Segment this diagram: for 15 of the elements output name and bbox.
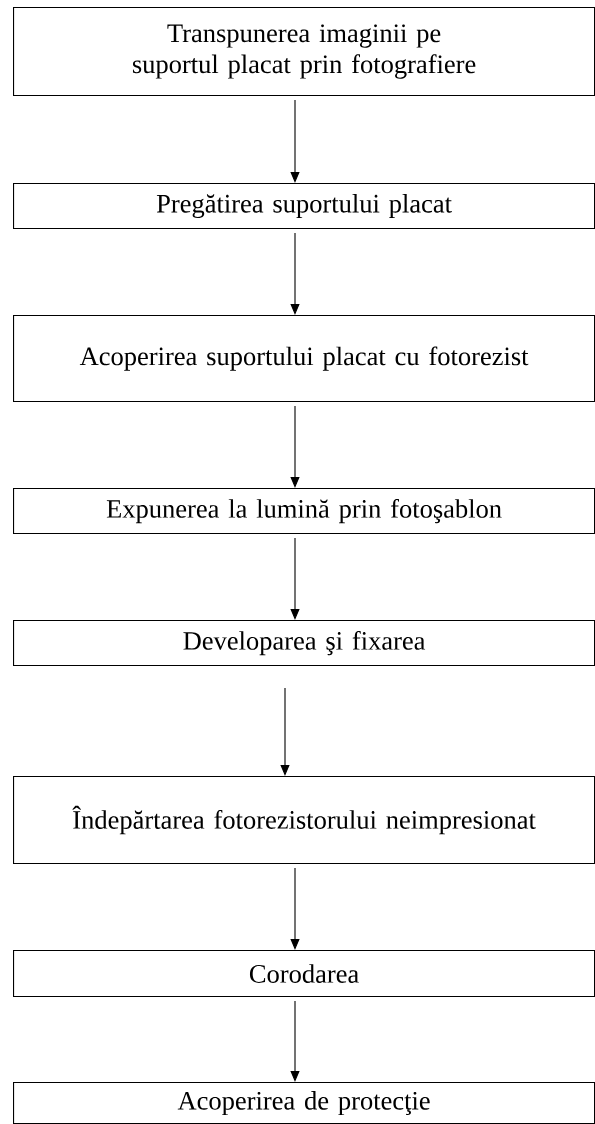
- process-box: Îndepărtarea fotorezistorului neimpresionat: [13, 776, 595, 865]
- arrow: [290, 1000, 300, 1082]
- process-box: Corodarea: [13, 950, 595, 998]
- process-box: Expunerea la lumină prin fotoşablon: [13, 488, 595, 535]
- arrow: [290, 99, 300, 183]
- process-box: Transpunerea imaginii pe suportul placat prin fotografiere: [13, 7, 595, 97]
- arrow: [290, 405, 300, 488]
- process-box: Developarea şi fixarea: [13, 620, 595, 667]
- process-box: Acoperirea de protecţie: [13, 1082, 595, 1124]
- arrow: [290, 867, 300, 950]
- arrow: [280, 687, 290, 776]
- process-box: Pregătirea suportului placat: [13, 183, 595, 230]
- arrow: [290, 232, 300, 315]
- process-box: Acoperirea suportului placat cu fotorezist: [13, 315, 595, 403]
- arrow: [290, 537, 300, 620]
